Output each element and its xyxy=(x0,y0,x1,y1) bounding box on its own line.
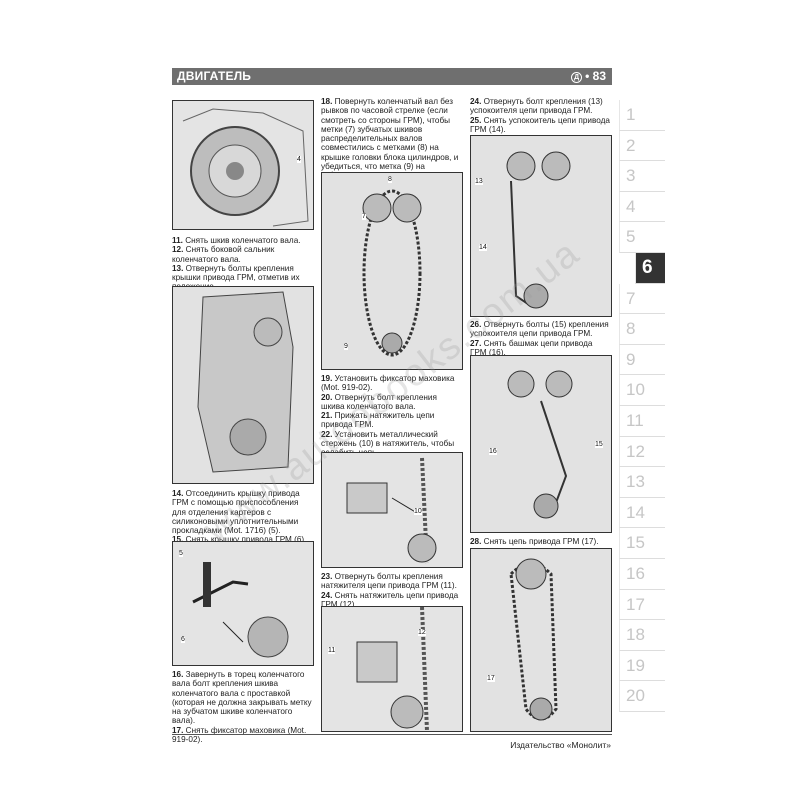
figure-cover-removal: 5 6 xyxy=(172,541,314,666)
section-header: ДВИГАТЕЛЬ Д• 83 xyxy=(172,68,612,85)
chapter-tab-4[interactable]: 4 xyxy=(619,191,665,223)
steps-24-25-right: 24. Отвернуть болт крепления (13) успоко… xyxy=(470,97,610,134)
figure-camshaft-marks: 8 7 9 xyxy=(321,172,463,370)
steps-16-17: 16. Завернуть в торец коленчатого вала б… xyxy=(172,670,312,745)
chapter-tab-19[interactable]: 19 xyxy=(619,650,665,682)
chapter-tab-18[interactable]: 18 xyxy=(619,620,665,651)
steps-14-15: 14. Отсоединить крышку привода ГРМ с пом… xyxy=(172,489,307,545)
figure-tensioner-bolts: 12 11 xyxy=(321,606,463,732)
callout-17: 17 xyxy=(487,675,495,682)
figure-chain-guide: 15 16 xyxy=(470,355,612,533)
chapter-tab-12[interactable]: 12 xyxy=(619,436,665,468)
chapter-tab-1[interactable]: 1 xyxy=(619,100,665,131)
callout-10: 10 xyxy=(414,508,422,515)
steps-11-13: 11. Снять шкив коленчатого вала. 12. Сня… xyxy=(172,236,301,291)
chapter-tab-14[interactable]: 14 xyxy=(619,497,665,529)
footer-divider xyxy=(172,734,612,735)
chapter-tab-7[interactable]: 7 xyxy=(619,283,665,315)
callout-12: 12 xyxy=(418,629,426,636)
steps-23-24: 23. Отвернуть болты крепления натяжителя… xyxy=(321,572,459,609)
step-28: 28. Снять цепь привода ГРМ (17). xyxy=(470,537,599,546)
callout-6: 6 xyxy=(181,636,185,643)
chapter-tab-15[interactable]: 15 xyxy=(619,528,665,559)
callout-7: 7 xyxy=(362,213,366,220)
figure-chain-damper: 13 14 xyxy=(470,135,612,317)
callout-16: 16 xyxy=(489,448,497,455)
callout-4: 4 xyxy=(297,156,301,163)
chapter-tab-20[interactable]: 20 xyxy=(619,681,665,712)
callout-14: 14 xyxy=(479,244,487,251)
chapter-tab-2[interactable]: 2 xyxy=(619,130,665,162)
publisher-footer: Издательство «Монолит» xyxy=(510,740,611,750)
chapter-tab-9[interactable]: 9 xyxy=(619,344,665,376)
chapter-tab-5[interactable]: 5 xyxy=(619,222,665,253)
callout-8: 8 xyxy=(388,176,392,183)
chapter-tab-10[interactable]: 10 xyxy=(619,375,665,406)
callout-9: 9 xyxy=(344,343,348,350)
chapter-tab-3[interactable]: 3 xyxy=(619,161,665,192)
figure-timing-cover xyxy=(172,286,314,484)
chapter-tab-13[interactable]: 13 xyxy=(619,467,665,498)
chapter-tab-16[interactable]: 16 xyxy=(619,558,665,590)
chapter-tab-17[interactable]: 17 xyxy=(619,589,665,621)
book-icon: Д xyxy=(571,72,583,83)
figure-timing-chain: 17 xyxy=(470,548,612,732)
figure-tensioner-rod: 10 xyxy=(321,452,463,568)
callout-5: 5 xyxy=(179,550,183,557)
chapter-tab-8[interactable]: 8 xyxy=(619,314,665,345)
page-number: Д• 83 xyxy=(571,69,606,83)
chapter-tab-11[interactable]: 11 xyxy=(619,405,665,437)
callout-15: 15 xyxy=(595,441,603,448)
callout-13: 13 xyxy=(475,178,483,185)
steps-26-27: 26. Отвернуть болты (15) крепления успок… xyxy=(470,320,609,357)
callout-11: 11 xyxy=(328,647,336,654)
section-title: ДВИГАТЕЛЬ xyxy=(177,69,252,83)
chapter-tab-6[interactable]: 6 xyxy=(635,252,665,284)
figure-flywheel: 4 xyxy=(172,100,314,230)
